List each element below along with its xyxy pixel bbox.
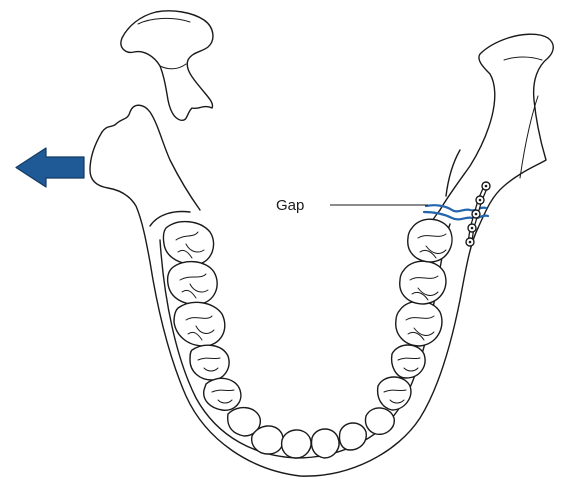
- detached-condyle-fragment: [121, 11, 213, 120]
- mandible-outline: [90, 34, 553, 476]
- fixation-plate-icon: [466, 182, 490, 246]
- gap-label: Gap: [276, 197, 304, 214]
- left-arrow-icon: [16, 148, 84, 187]
- teeth: [163, 219, 452, 458]
- gap-callout: Gap: [276, 197, 428, 214]
